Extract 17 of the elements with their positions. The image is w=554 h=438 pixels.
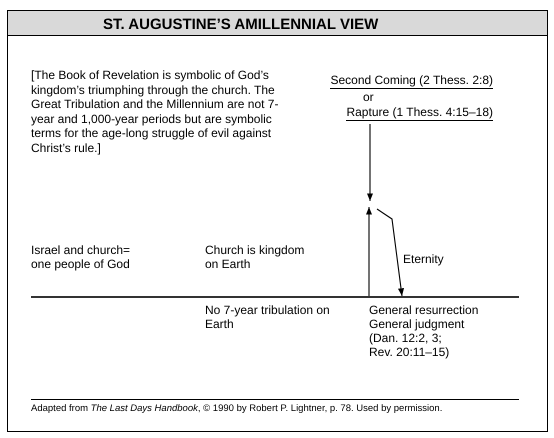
note-text: No 7-year tribulation on Earth [205, 303, 330, 331]
title: ST. AUGUSTINE’S AMILLENNIAL VIEW [103, 16, 378, 33]
event-text: General resurrection [369, 303, 480, 317]
source-credit: Adapted from The Last Days Handbook, © 1990 by Robert P. Lightner, p. 78. Used by permission. [31, 403, 444, 415]
timeline [31, 296, 519, 298]
event-text: General judgment [369, 317, 466, 331]
note-text: Church is kingdom on Earth [205, 243, 306, 271]
edge-label: Eternity [403, 252, 444, 266]
note-text: Israel and church= one people of God [31, 243, 132, 271]
reference-text: (Dan. 12:2, 3; Rev. 20:11–15) [369, 331, 450, 359]
event-heading: Rapture (1 Thess. 4:15–18) [346, 105, 493, 121]
arrow [366, 124, 374, 201]
description-text: [The Book of Revelation is symbolic of God’s kingdom’s triumphing through the church. The Great Tribulation and the Millennium are not 7-year and 1,000-year periods but are symbolic terms for the age-long struggle of evil against Christ’s rule.] [31, 68, 280, 155]
arrow [376, 208, 404, 296]
arrow [366, 207, 372, 296]
connector-word: or [363, 90, 374, 104]
event-heading: Second Coming (2 Thess. 2:8) [330, 73, 493, 89]
